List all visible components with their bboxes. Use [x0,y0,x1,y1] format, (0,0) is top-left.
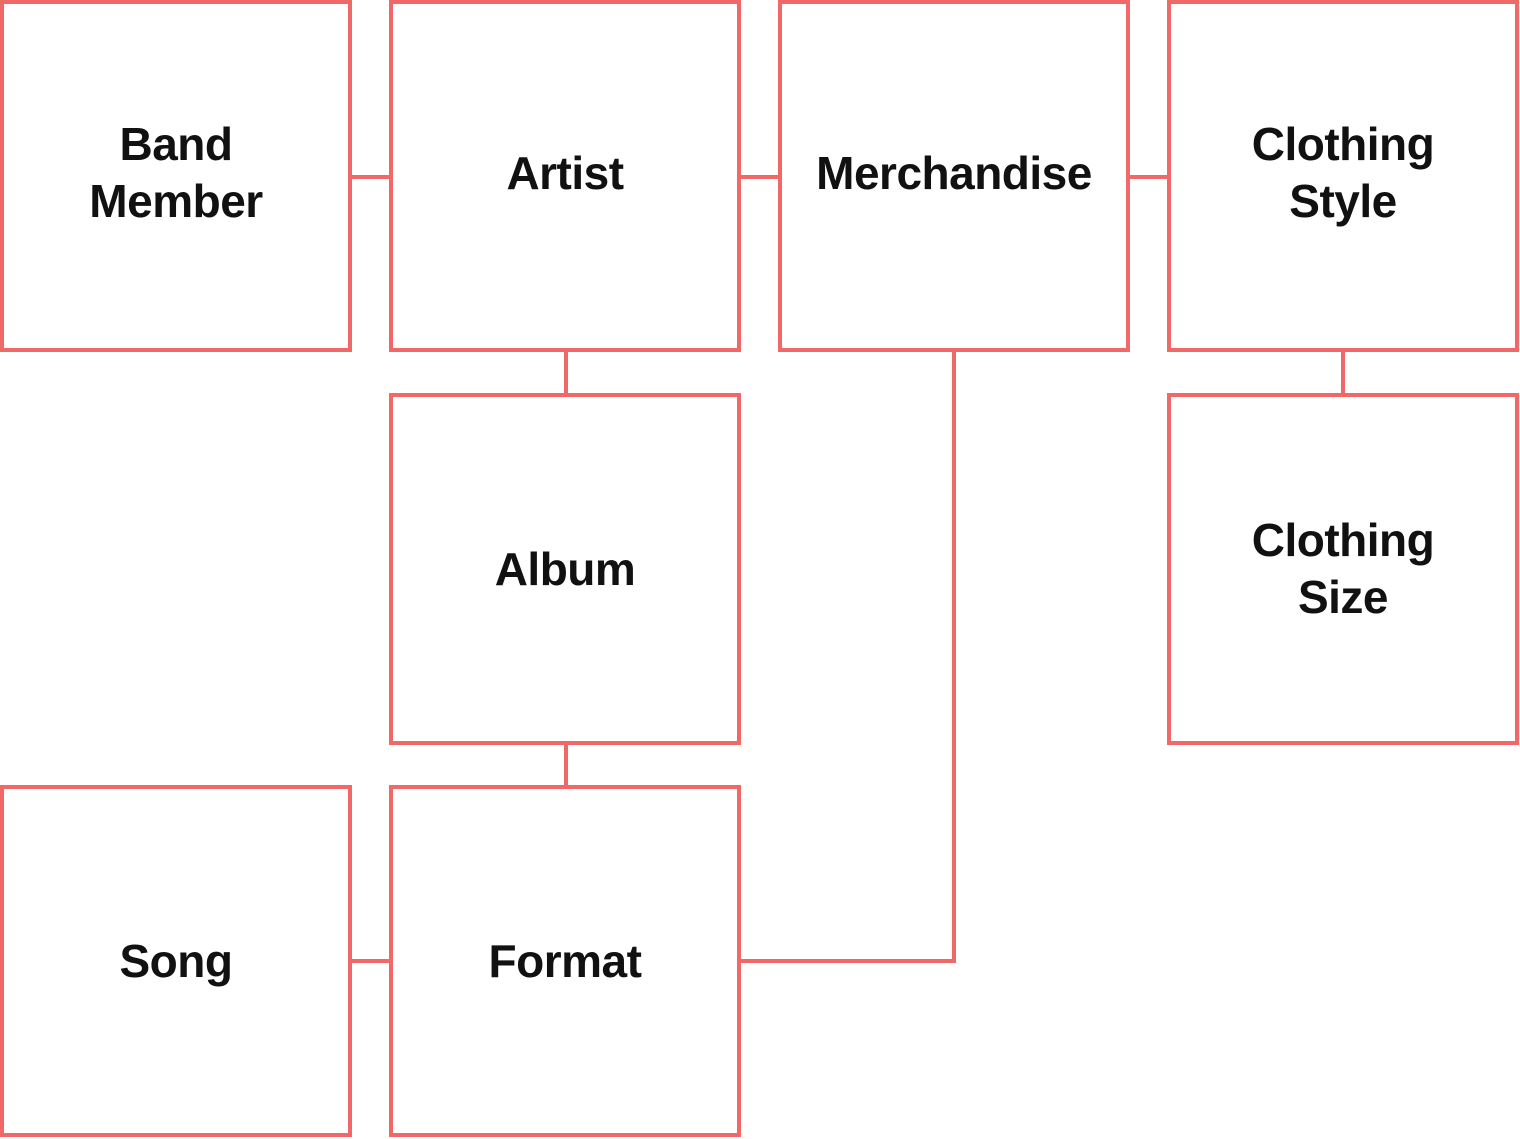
connector-merchandise-format [740,351,956,963]
entity-label-line: Style [1289,175,1397,227]
entity-merchandise[interactable]: Merchandise [778,0,1130,352]
entity-artist[interactable]: Artist [389,0,741,352]
entity-label: Merchandise [796,145,1112,202]
entity-label-line: Song [119,934,233,987]
entity-label: Album [475,541,656,598]
entity-label: Artist [486,145,643,202]
entity-label: Band Member [69,116,282,230]
entity-label-line: Album [494,542,636,595]
entity-label: Format [469,933,662,990]
entity-format[interactable]: Format [389,785,741,1137]
entity-song[interactable]: Song [0,785,352,1137]
entity-album[interactable]: Album [389,393,741,745]
entity-label-line: Merchandise [816,146,1092,199]
entity-label: Clothing Style [1232,116,1455,230]
entity-label-line: Format [488,934,642,987]
entity-label-line: Size [1297,571,1389,623]
entity-label: Song [100,933,253,990]
entity-label: Clothing Size [1232,512,1455,626]
entity-label-line: Clothing [1251,514,1435,566]
entity-clothing-style[interactable]: Clothing Style [1167,0,1519,352]
entity-label-line: Band [119,118,233,170]
entity-label-line: Clothing [1251,118,1435,170]
entity-clothing-size[interactable]: Clothing Size [1167,393,1519,745]
entity-band-member[interactable]: Band Member [0,0,352,352]
entity-label-line: Artist [506,146,624,199]
entity-label-line: Member [89,175,263,227]
